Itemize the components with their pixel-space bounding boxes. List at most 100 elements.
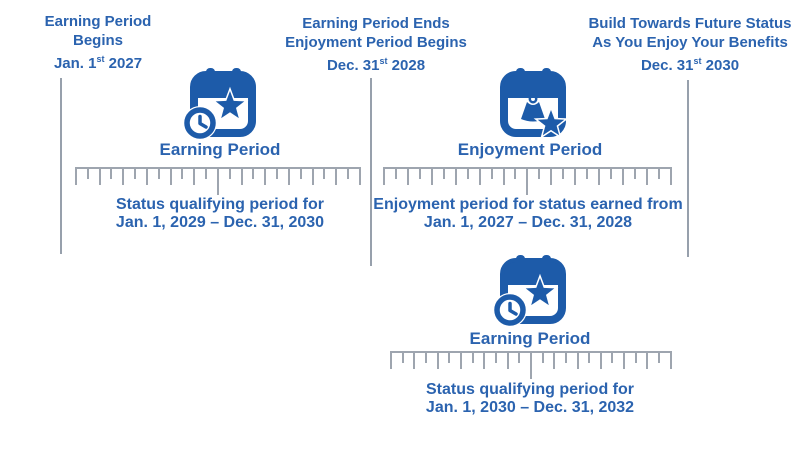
ruler-tick <box>622 169 625 185</box>
ruler-tick <box>506 353 509 369</box>
ruler-tick <box>264 169 267 185</box>
ruler-tick <box>145 169 148 185</box>
calendar-header <box>504 75 562 98</box>
ruler-tick <box>598 169 601 185</box>
ruler-tick <box>483 353 486 369</box>
star-icon <box>521 273 559 309</box>
ruler-tick <box>98 169 101 185</box>
ruler-tick <box>657 169 660 179</box>
ruler-tick <box>502 169 505 185</box>
ruler-tick <box>669 169 672 185</box>
enjoyment-calendar-icon <box>500 68 569 139</box>
ruler-tick <box>669 353 672 369</box>
milestone-date: Jan. 1st 2027 <box>53 54 143 72</box>
ruler-tick <box>430 169 433 185</box>
ruler-tick <box>448 353 451 363</box>
clock-hands <box>508 301 518 316</box>
ruler-tick <box>252 169 255 179</box>
star-icon <box>533 105 569 139</box>
ruler-tick <box>347 169 350 179</box>
period-caption: Status qualifying period for Jan. 1, 203… <box>425 381 635 416</box>
ruler-tick <box>276 169 279 179</box>
ruler-tick <box>240 169 243 185</box>
calendar-header <box>194 75 252 98</box>
milestone-line: Earning Period <box>44 13 152 30</box>
ruler-tick <box>122 169 125 185</box>
ruler-tick <box>562 169 565 179</box>
ruler-tick <box>406 169 409 185</box>
period-label: Earning Period <box>469 329 591 348</box>
ruler-tick <box>623 353 626 369</box>
ruler-tick <box>518 353 521 363</box>
star-icon <box>211 86 249 122</box>
ruler-tick <box>424 353 427 363</box>
milestone-line: As You Enjoy Your Benefits <box>592 34 788 51</box>
ruler-tick <box>494 353 497 363</box>
ruler-tick <box>335 169 338 185</box>
ruler-tick <box>394 169 397 179</box>
ruler-tick <box>193 169 196 185</box>
milestone-date: Dec. 31st 2028 <box>326 56 426 74</box>
period-caption: Status qualifying period for Jan. 1, 202… <box>115 196 325 231</box>
ruler-tick <box>454 169 457 185</box>
ruler-tick <box>634 169 637 179</box>
ruler-tick <box>490 169 493 179</box>
ruler-tick <box>550 169 553 185</box>
enjoyment-calendar-icon <box>385 68 675 147</box>
ruler-tick <box>311 169 314 185</box>
ruler <box>383 167 672 195</box>
ruler-tick <box>541 353 544 363</box>
shirt-icon <box>521 102 545 122</box>
period-label: Enjoyment Period <box>457 140 603 159</box>
ruler-tick <box>390 353 392 369</box>
milestone-earning-begins: Earning Period Begins Jan. 1st 2027 <box>8 12 188 73</box>
ruler-tick <box>574 169 577 185</box>
ruler <box>390 351 672 379</box>
earning-calendar-icon <box>183 68 256 140</box>
milestone-line: Enjoyment Period Begins <box>285 34 467 51</box>
ruler-tick <box>228 169 231 179</box>
milestone-line: Begins <box>72 32 123 49</box>
ruler-tick <box>459 353 462 369</box>
ruler-tick <box>299 169 302 179</box>
ruler-tick <box>287 169 290 185</box>
ruler-tick <box>599 353 602 369</box>
ruler-tick <box>401 353 404 363</box>
ruler-tick <box>553 353 556 369</box>
milestone-future-status: Build Towards Future Status As You Enjoy… <box>578 14 800 75</box>
ruler-tick <box>610 169 613 179</box>
ruler-tick <box>323 169 326 179</box>
earning-calendar-icon <box>75 68 365 147</box>
ruler-tick <box>646 353 649 369</box>
ruler-tick <box>134 169 137 179</box>
ruler-tick <box>181 169 184 179</box>
ruler-tick <box>634 353 637 363</box>
ruler-tick <box>529 353 532 379</box>
ruler-tick <box>466 169 469 179</box>
milestone-divider-line <box>687 80 689 257</box>
clock-icon <box>184 107 216 139</box>
milestone-earning-ends: Earning Period Ends Enjoyment Period Beg… <box>270 14 482 75</box>
ruler-tick <box>588 353 591 363</box>
ruler-tick <box>645 169 648 185</box>
clock-icon <box>494 294 526 326</box>
ruler-tick <box>436 353 439 369</box>
period-label: Earning Period <box>159 140 281 159</box>
clock-hands <box>198 114 208 129</box>
milestone-date: Dec. 31st 2030 <box>640 56 740 74</box>
milestone-line: Build Towards Future Status <box>588 15 792 32</box>
ruler-tick <box>413 353 416 369</box>
ruler-tick <box>586 169 589 179</box>
earning-calendar-icon <box>385 255 675 334</box>
ruler-tick <box>418 169 421 179</box>
ruler-tick <box>157 169 160 179</box>
ruler-tick <box>658 353 661 363</box>
period-caption: Enjoyment period for status earned from … <box>373 196 683 231</box>
ruler-tick <box>526 169 529 195</box>
ruler-tick <box>576 353 579 369</box>
ruler <box>75 167 361 195</box>
ruler-tick <box>216 169 219 195</box>
ruler-tick <box>169 169 172 185</box>
milestone-line: Earning Period Ends <box>302 15 450 32</box>
